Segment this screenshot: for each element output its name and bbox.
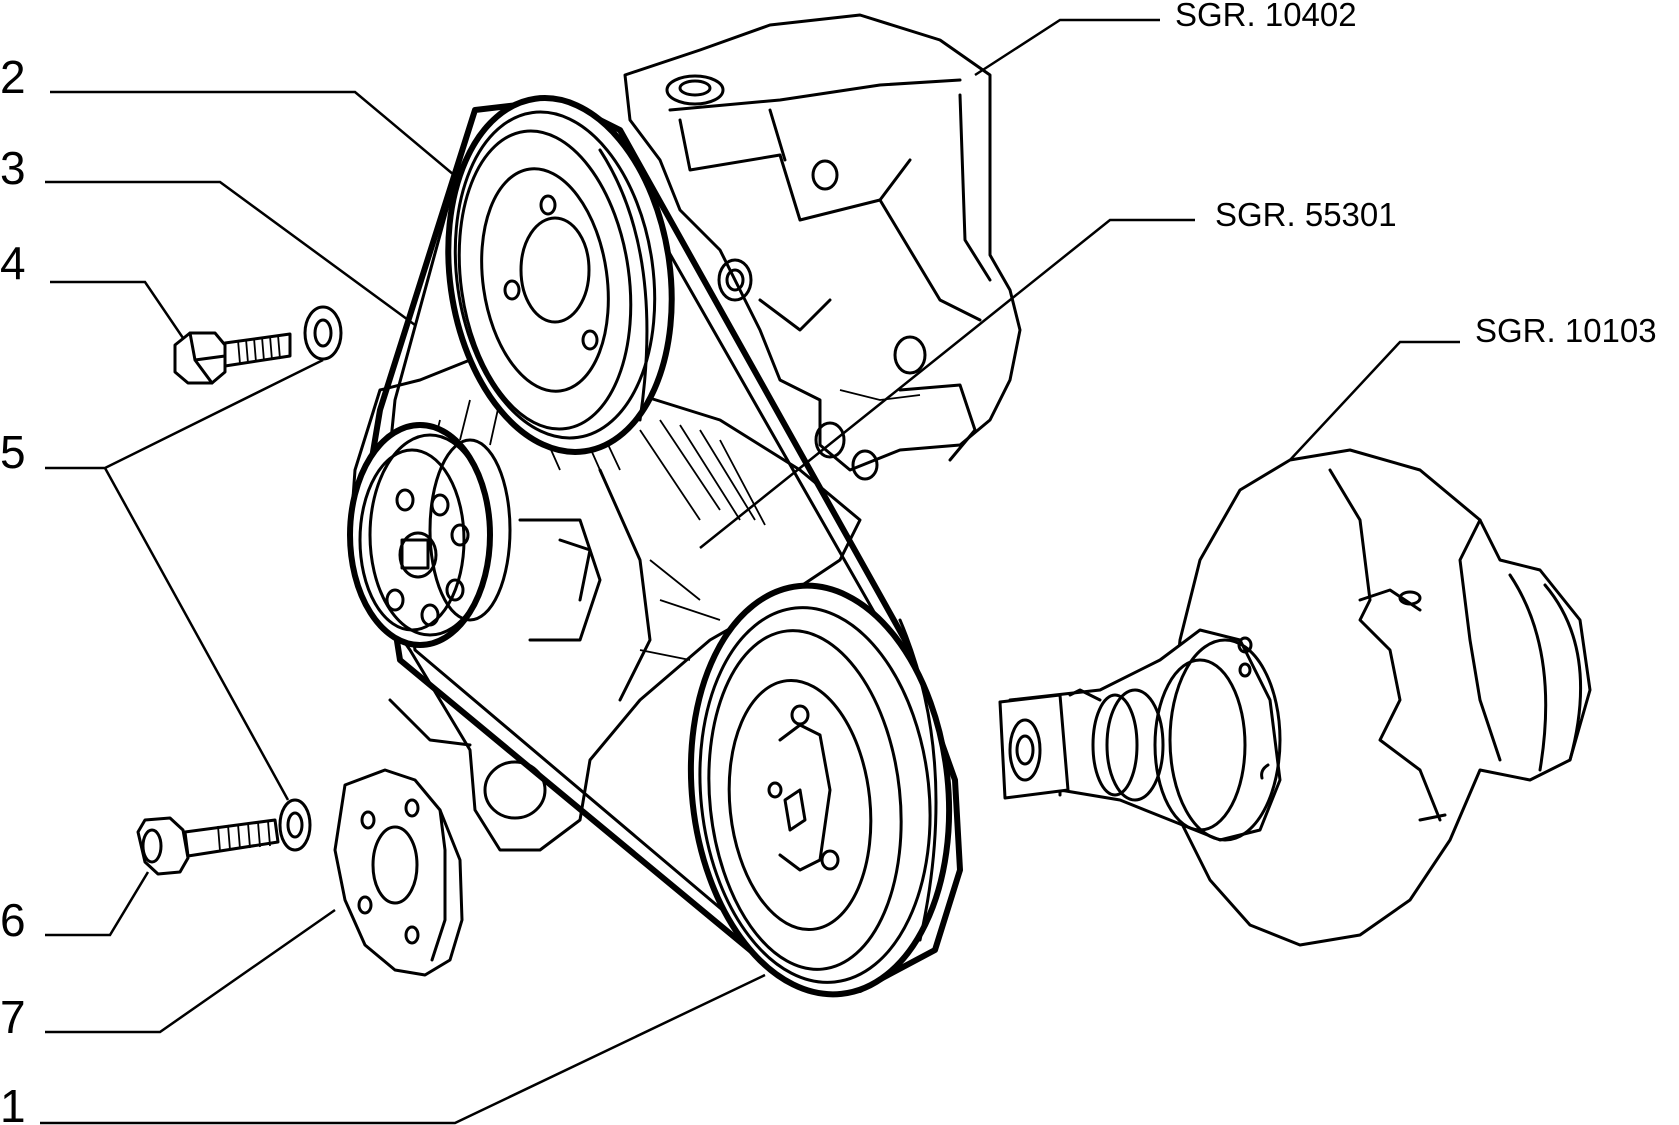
- water-pump-pulley: [347, 422, 512, 648]
- callout-6: 6: [0, 894, 26, 946]
- washer-upper: [303, 305, 343, 361]
- socket-bolt-lower: [136, 816, 280, 876]
- leader-5b: [103, 467, 290, 801]
- hex-bolt-upper: [173, 331, 292, 385]
- callout-5: 5: [0, 426, 26, 478]
- leader-4: [50, 280, 185, 339]
- callout-2: 2: [0, 51, 26, 103]
- spacer-flange: [333, 768, 464, 977]
- callout-3: 3: [0, 142, 26, 194]
- alternator-pulley: [445, 95, 675, 455]
- ref-sgr-10103: SGR. 10103: [1475, 312, 1657, 349]
- leader-3: [45, 180, 416, 327]
- crankshaft-pulley: [687, 582, 953, 998]
- ref-sgr-10402: SGR. 10402: [1175, 0, 1357, 33]
- ref-sgr-55301: SGR. 55301: [1215, 196, 1397, 233]
- callout-1: 1: [0, 1080, 26, 1125]
- leader-2: [50, 90, 461, 181]
- callout-7: 7: [0, 991, 26, 1043]
- leader-sgr-10103: [1289, 340, 1460, 461]
- washer-lower: [278, 798, 312, 852]
- alternator-bracket: [623, 13, 1022, 481]
- crankshaft: [998, 448, 1592, 947]
- leader-7: [45, 908, 336, 1034]
- leader-6: [45, 871, 150, 937]
- leader-1: [40, 973, 766, 1125]
- leader-sgr-10402: [974, 18, 1160, 77]
- callout-4: 4: [0, 237, 26, 289]
- leader-lines: [40, 18, 1460, 1125]
- leader-sgr-55301: [699, 218, 1195, 549]
